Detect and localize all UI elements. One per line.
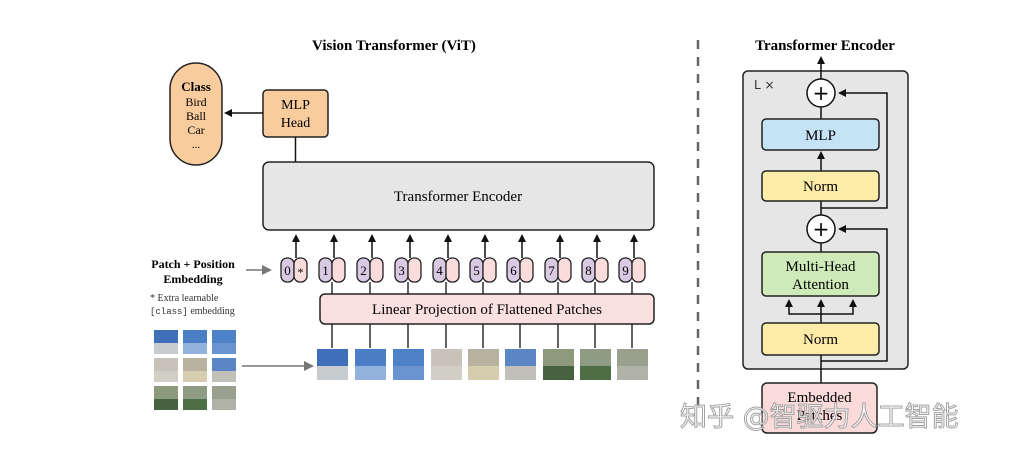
position-index: 2 [360, 263, 367, 278]
transformer-encoder-box: Transformer Encoder [262, 161, 655, 231]
token-pair: 6 [506, 257, 534, 283]
position-index: 9 [622, 263, 629, 278]
flow-attn-branch-left [785, 299, 821, 315]
patch-position-label-1: Patch + Position [151, 257, 235, 271]
position-index: 0 [284, 263, 291, 278]
image-patch [543, 349, 574, 380]
position-index: 3 [398, 263, 405, 278]
token-pair: 1 [318, 257, 346, 283]
source-image-tile [154, 330, 178, 354]
flow-attn-branch-right [821, 299, 857, 315]
plus-icon: + [813, 81, 830, 105]
mlp-label: MLP [805, 128, 836, 144]
mlp-block: MLP [761, 118, 880, 151]
embedded-label-1: Embedded [787, 390, 852, 406]
linear-projection-label: Linear Projection of Flattened Patches [372, 302, 602, 318]
residual-path-top [821, 89, 888, 209]
token-pair: 3 [394, 257, 422, 283]
token-pair: 5 [469, 257, 497, 283]
embedded-patches-block: Embedded Patches [761, 382, 878, 434]
residual-add-top: + [806, 78, 836, 108]
patch-embedding [407, 257, 422, 283]
class-item: Car [187, 123, 204, 137]
attention-label-2: Attention [792, 277, 849, 293]
source-image-tile [154, 386, 178, 410]
patch-embedding [519, 257, 534, 283]
class-output-box: Class Bird Ball Car ... [169, 62, 223, 166]
source-image-tile [183, 330, 207, 354]
position-index: 1 [322, 263, 329, 278]
embedded-label-2: Patches [797, 408, 843, 424]
source-image-tile [212, 386, 236, 410]
source-image-tile [154, 358, 178, 382]
image-patch [355, 349, 386, 380]
mlp-head-line1: MLP [281, 98, 310, 113]
patch-embedding [482, 257, 497, 283]
plus-icon: + [813, 217, 830, 241]
patches-layer [154, 330, 648, 410]
token-pair: 4 [432, 257, 460, 283]
norm-block-bottom: Norm [761, 322, 880, 356]
residual-path-bottom [821, 225, 888, 362]
class-item: Ball [186, 109, 207, 123]
patch-embedding [331, 257, 346, 283]
residual-add-bottom: + [806, 214, 836, 244]
image-patch [393, 349, 424, 380]
attention-label-1: Multi-Head [786, 259, 856, 275]
class-item: ... [192, 139, 201, 151]
norm-bottom-label: Norm [803, 332, 838, 348]
source-image-tile [212, 330, 236, 354]
mlp-head-box: MLP Head [262, 89, 329, 138]
repeat-label: L × [754, 78, 775, 92]
image-patch [580, 349, 611, 380]
image-patch [468, 349, 499, 380]
patch-embedding [557, 257, 572, 283]
norm-block-top: Norm [761, 170, 880, 202]
footnote-rest: embedding [188, 306, 235, 317]
position-index: 6 [510, 263, 517, 278]
image-patch [617, 349, 648, 380]
patch-embedding [369, 257, 384, 283]
class-item: Bird [185, 95, 206, 109]
token-pair: 9 [618, 257, 646, 283]
patch-embedding [293, 257, 308, 283]
attention-block: Multi-Head Attention [761, 251, 880, 297]
vit-title: Vision Transformer (ViT) [312, 38, 476, 54]
footnote-line1: * Extra learnable [150, 293, 219, 304]
transformer-encoder-label: Transformer Encoder [394, 189, 522, 205]
source-image-tile [183, 386, 207, 410]
class-token-marker: * [298, 265, 304, 279]
token-pair: 2 [356, 257, 384, 283]
source-image-tile [183, 358, 207, 382]
position-index: 5 [473, 263, 480, 278]
patch-embedding [631, 257, 646, 283]
encoder-detail-title: Transformer Encoder [755, 38, 895, 54]
footnote-code: [class] [150, 307, 188, 317]
norm-top-label: Norm [803, 179, 838, 195]
class-heading: Class [181, 79, 211, 94]
mlp-head-line2: Head [281, 116, 311, 131]
source-image-tile [212, 358, 236, 382]
patch-position-label-2: Embedding [163, 272, 222, 286]
linear-projection-box: Linear Projection of Flattened Patches [319, 293, 655, 325]
position-index: 4 [436, 263, 443, 278]
image-patch [505, 349, 536, 380]
footnote-line2: [class] embedding [150, 306, 235, 317]
position-index: 7 [548, 263, 555, 278]
image-patch [317, 349, 348, 380]
position-index: 8 [585, 263, 592, 278]
token-pair: 8 [581, 257, 609, 283]
patch-embedding [445, 257, 460, 283]
token-pair: 7 [544, 257, 572, 283]
token-pair: 0* [280, 257, 308, 283]
watermark: 知乎 @智驱力人工智能 [680, 402, 959, 433]
patch-embedding [594, 257, 609, 283]
image-patch [431, 349, 462, 380]
